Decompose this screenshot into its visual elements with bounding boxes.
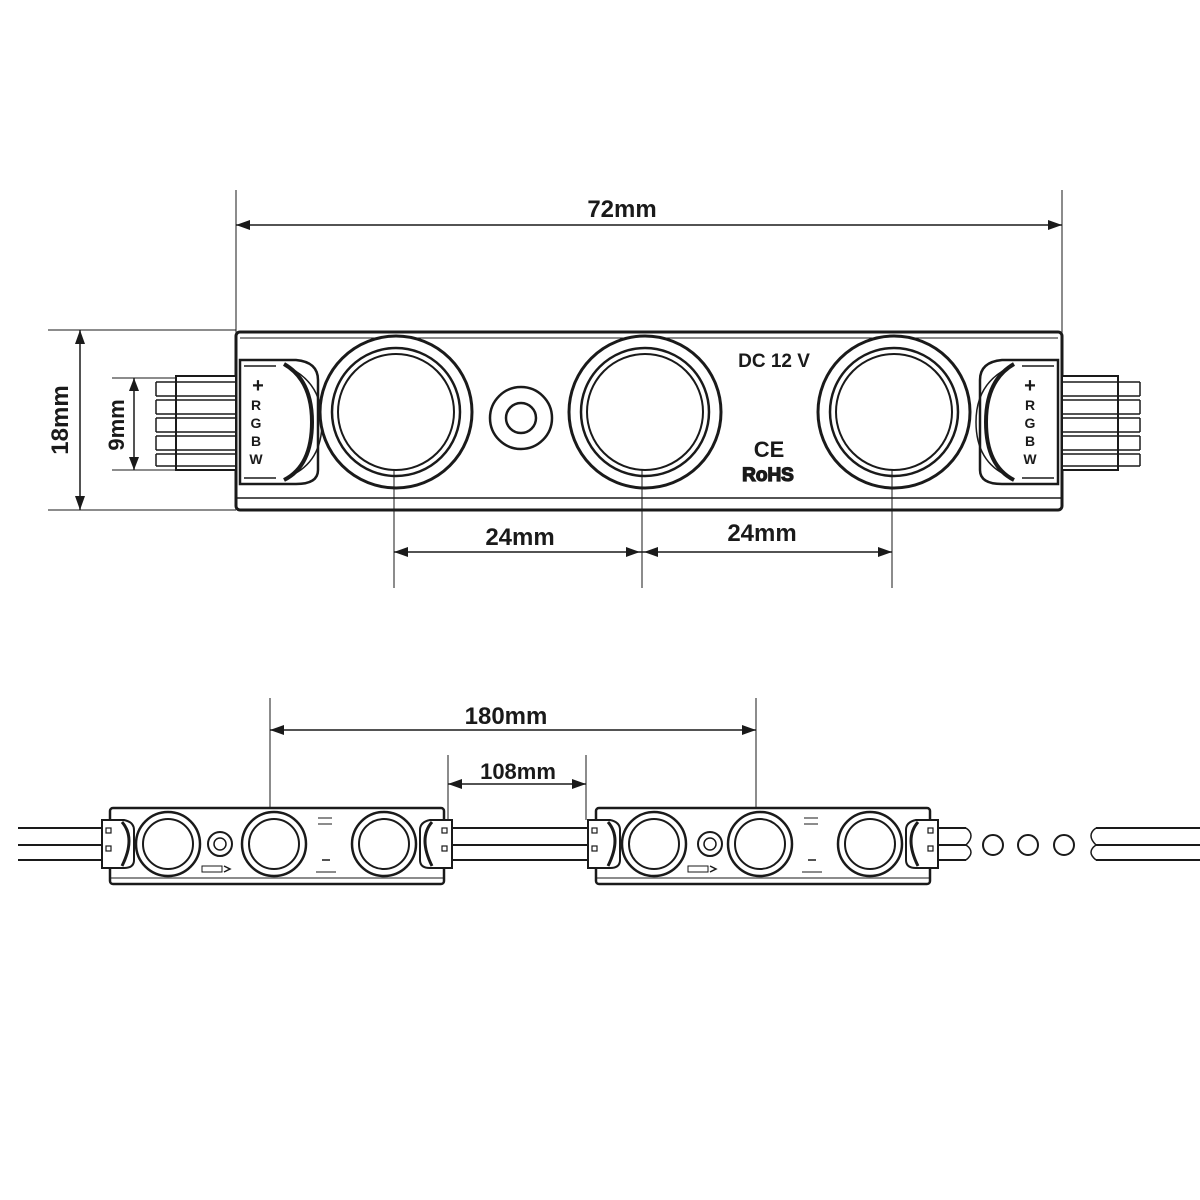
ce-mark: CE bbox=[754, 437, 785, 462]
dim-overall-length: 72mm bbox=[235, 190, 1063, 335]
pin-left-w: W bbox=[249, 451, 263, 467]
dim-label-108mm: 108mm bbox=[480, 759, 556, 784]
pin-left-r: R bbox=[251, 397, 261, 413]
dim-label-180mm: 180mm bbox=[465, 703, 548, 730]
dim-label-24mm-left: 24mm bbox=[485, 524, 554, 551]
module-detail: 72mm 18mm 9mm bbox=[47, 190, 1141, 588]
continuation-dots bbox=[982, 834, 1075, 856]
pin-right-w: W bbox=[1023, 451, 1037, 467]
wires-right bbox=[1061, 375, 1141, 471]
lens-right bbox=[816, 334, 972, 490]
dim-connector-height: 9mm bbox=[104, 377, 175, 471]
end-cap-left bbox=[238, 358, 323, 486]
rohs-mark: RoHS bbox=[742, 465, 794, 486]
dim-overall-height: 18mm bbox=[47, 329, 236, 511]
pin-left-b: B bbox=[251, 433, 261, 449]
module-chain: 180mm 108mm bbox=[18, 698, 1200, 886]
lens-left bbox=[318, 334, 474, 490]
dim-module-gap bbox=[447, 755, 587, 820]
dim-chain-pitch bbox=[269, 698, 757, 812]
chain-module-2 bbox=[587, 806, 939, 886]
pin-right-r: R bbox=[1025, 397, 1035, 413]
pin-right-g: G bbox=[1025, 415, 1036, 431]
pin-left-g: G bbox=[251, 415, 262, 431]
dim-label-72mm: 72mm bbox=[587, 196, 656, 223]
pin-right-plus: + bbox=[1024, 375, 1036, 397]
mount-hole bbox=[488, 385, 554, 451]
end-cap-right bbox=[975, 358, 1060, 486]
pin-left-plus: + bbox=[252, 375, 264, 397]
chain-module-1 bbox=[101, 806, 453, 886]
lens-center bbox=[567, 334, 723, 490]
dim-label-9mm: 9mm bbox=[104, 399, 129, 450]
dim-label-24mm-right: 24mm bbox=[727, 520, 796, 547]
voltage-label: DC 12 V bbox=[738, 351, 810, 372]
chain-wires bbox=[18, 827, 1200, 861]
dim-lens-pitch bbox=[393, 470, 893, 588]
pin-right-b: B bbox=[1025, 433, 1035, 449]
dim-label-18mm: 18mm bbox=[47, 385, 74, 454]
wires-left bbox=[155, 375, 237, 471]
